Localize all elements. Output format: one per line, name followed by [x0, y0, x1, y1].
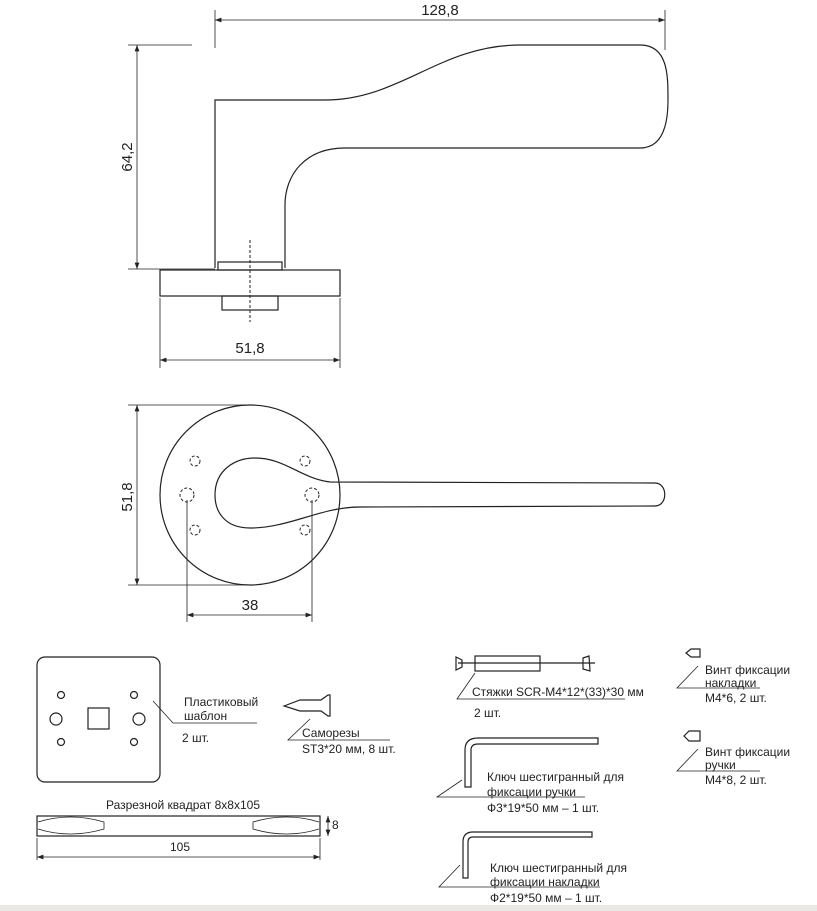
bottom-bar — [0, 905, 817, 911]
spindle-label: Разрезной квадрат 8x8x105 — [106, 798, 260, 812]
set-screw-handle-spec: M4*8, 2 шт. — [705, 773, 767, 787]
screw-hole — [299, 524, 311, 536]
template-label: шаблон — [184, 709, 227, 723]
front-view: 51,8 38 — [119, 404, 666, 622]
plastic-template: Пластиковый шаблон 2 шт. — [36, 656, 258, 783]
set-screw-handle: Винт фиксации ручки M4*8, 2 шт. — [676, 730, 790, 787]
set-screw-handle-label: ручки — [705, 758, 736, 772]
template-label: Пластиковый — [184, 695, 258, 709]
hex-key-handle: Ключ шестигранный для фиксации ручки Ф3*… — [435, 737, 624, 815]
hex-key-rosette: Ключ шестигранный для фиксации накладки … — [438, 831, 627, 905]
spindle: Разрезной квадрат 8x8x105 8 105 — [36, 798, 339, 860]
ties-label: Стяжки SCR-M4*12*(33)*30 мм — [472, 685, 644, 699]
width-dimension: 128,8 — [421, 2, 459, 19]
side-view: 128,8 64,2 51,8 — [119, 2, 669, 368]
screw-hole — [189, 455, 201, 467]
hex-key-rosette-spec: Ф2*19*50 мм – 1 шт. — [490, 891, 602, 905]
spindle-height-dimension: 8 — [332, 818, 339, 832]
hex-key-handle-spec: Ф3*19*50 мм – 1 шт. — [487, 801, 599, 815]
handle-side-outline — [214, 44, 669, 268]
hex-key-handle-label: Ключ шестигранный для — [487, 770, 624, 784]
screw-hole — [189, 524, 201, 536]
tie-hole — [179, 487, 195, 503]
handle-front-outline — [214, 457, 666, 529]
screws-spec: ST3*20 мм, 8 шт. — [302, 742, 396, 756]
set-screw-rosette-label: Винт фиксации — [705, 663, 790, 677]
template-qty: 2 шт. — [182, 731, 209, 745]
set-screw-rosette-spec: M4*6, 2 шт. — [705, 691, 767, 705]
spindle-length-dimension: 105 — [170, 840, 190, 854]
hex-key-rosette-label: фиксации накладки — [490, 875, 600, 889]
ties: Стяжки SCR-M4*12*(33)*30 мм 2 шт. — [455, 655, 644, 720]
ties-qty: 2 шт. — [474, 706, 501, 720]
hole-spacing-dimension: 38 — [242, 597, 259, 614]
set-screw-handle-label: Винт фиксации — [705, 745, 790, 759]
height-dimension: 64,2 — [119, 142, 136, 171]
tie-hole — [304, 487, 320, 503]
screws: Саморезы ST3*20 мм, 8 шт. — [282, 694, 396, 756]
rosette-front-dimension: 51,8 — [119, 482, 136, 511]
screw-hole — [299, 455, 311, 467]
set-screw-rosette-label: накладки — [705, 676, 756, 690]
screws-label: Саморезы — [302, 726, 360, 740]
hex-key-rosette-label: Ключ шестигранный для — [490, 861, 627, 875]
hex-key-handle-label: фиксации ручки — [487, 785, 576, 799]
rosette-dimension: 51,8 — [235, 340, 264, 357]
set-screw-rosette: Винт фиксации накладки M4*6, 2 шт. — [676, 648, 790, 705]
